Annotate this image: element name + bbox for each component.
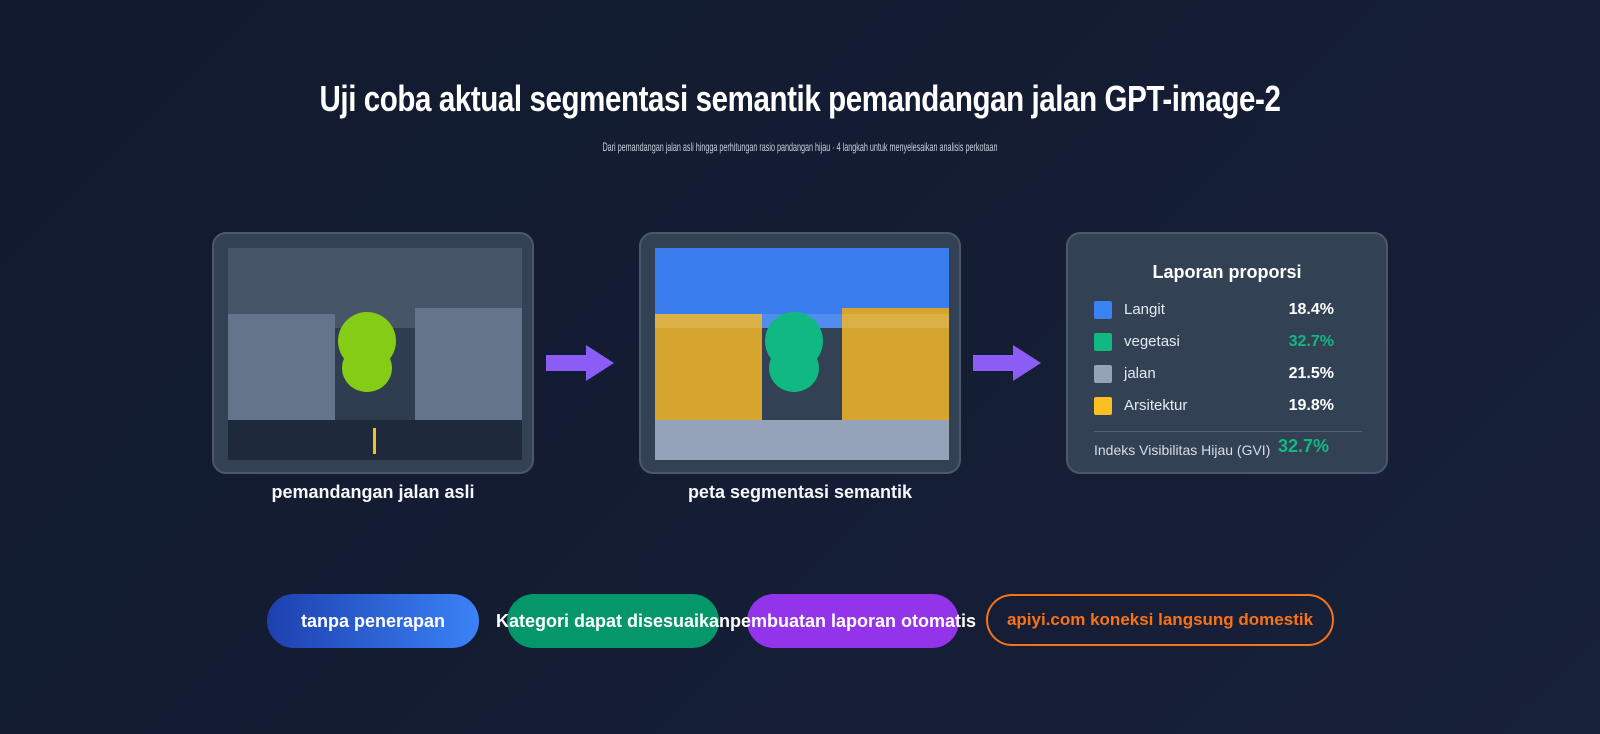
vegetation-color-swatch xyxy=(1094,333,1112,351)
feature-pill-label: tanpa penerapan xyxy=(300,610,446,631)
report-row-sky: Langit 18.4% xyxy=(1094,300,1334,322)
segmentation-map-caption: peta segmentasi semantik xyxy=(687,482,913,502)
gvi-value: 32.7% xyxy=(1278,436,1330,456)
original-street-view-image xyxy=(228,248,522,460)
arrow-right-icon xyxy=(546,345,614,381)
feature-pill-label: pembuatan laporan otomatis xyxy=(729,610,977,631)
left-building-segment xyxy=(655,314,762,420)
tree-canopy-bottom xyxy=(342,344,392,392)
feature-pill-no-deployment: tanpa penerapan xyxy=(267,594,479,648)
report-title: Laporan proporsi xyxy=(1152,262,1302,282)
road-color-swatch xyxy=(1094,365,1112,383)
report-row-label: Arsitektur xyxy=(1124,397,1188,414)
report-row-value: 18.4% xyxy=(1288,301,1334,318)
report-row-architecture: Arsitektur 19.8% xyxy=(1094,396,1334,418)
report-row-label: Langit xyxy=(1124,301,1165,318)
feature-pill-custom-categories: Kategori dapat disesuaikan xyxy=(496,594,730,648)
apiyi-link-label: apiyi.com koneksi langsung domestik xyxy=(1006,610,1314,629)
segmentation-map-image xyxy=(655,248,949,460)
gvi-label: Indeks Visibilitas Hijau (GVI) xyxy=(1094,442,1271,458)
report-row-label: vegetasi xyxy=(1124,333,1180,350)
report-row-vegetation: vegetasi 32.7% xyxy=(1094,332,1334,354)
vegetation-segment-bottom xyxy=(769,344,819,392)
sky-color-swatch xyxy=(1094,301,1112,319)
report-divider xyxy=(1094,431,1362,432)
segmentation-map-panel xyxy=(639,232,961,474)
right-building-segment xyxy=(842,308,949,420)
report-row-value: 32.7% xyxy=(1288,333,1334,350)
left-building xyxy=(228,314,335,420)
feature-pill-auto-report: pembuatan laporan otomatis xyxy=(730,594,976,648)
report-row-road: jalan 21.5% xyxy=(1094,364,1334,386)
right-building xyxy=(415,308,522,420)
original-street-view-panel xyxy=(212,232,534,474)
page-title: Uji coba aktual segmentasi semantik pema… xyxy=(319,78,1281,119)
page-subtitle: Dari pemandangan jalan asli hingga perhi… xyxy=(602,140,998,154)
road-segment xyxy=(655,420,949,460)
report-row-label: jalan xyxy=(1124,365,1156,382)
arrow-right-icon xyxy=(973,345,1041,381)
original-street-view-caption: pemandangan jalan asli xyxy=(271,482,475,502)
apiyi-link-button[interactable]: apiyi.com koneksi langsung domestik xyxy=(986,594,1334,646)
report-row-value: 21.5% xyxy=(1288,365,1334,382)
proportion-report-panel: Laporan proporsi Langit 18.4% vegetasi 3… xyxy=(1066,232,1388,474)
feature-pill-label: Kategori dapat disesuaikan xyxy=(495,610,731,631)
road-lane-marking xyxy=(373,428,376,454)
report-row-value: 19.8% xyxy=(1288,397,1334,414)
architecture-color-swatch xyxy=(1094,397,1112,415)
